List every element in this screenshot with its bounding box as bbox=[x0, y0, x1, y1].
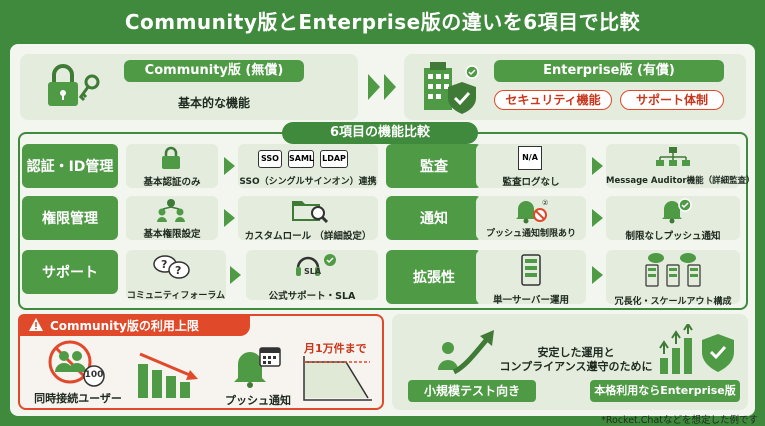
arrow-right-icon bbox=[224, 209, 235, 227]
limits-header: Community版の利用上限 bbox=[50, 319, 199, 333]
bell-muted-icon: ② bbox=[512, 197, 552, 225]
headset-sla-icon bbox=[294, 252, 342, 284]
page-title: Community版とEnterprise版の違いを6項目で比較 bbox=[124, 10, 641, 34]
row-label-audit: 監査 bbox=[386, 144, 482, 188]
lock-key-icon bbox=[44, 62, 106, 110]
monthly-limit-label: 月1万件まで bbox=[304, 342, 367, 355]
org-chart-icon bbox=[654, 146, 692, 170]
sso-badge: SSO bbox=[258, 150, 282, 168]
community-title: Community版 (無償) bbox=[124, 60, 304, 82]
declining-bars-icon bbox=[134, 350, 206, 400]
speech-bubbles-icon: ?? bbox=[152, 254, 192, 280]
scalability-enterprise-text: 冗長化・スケールアウト構成 bbox=[614, 297, 732, 307]
saml-badge: SAML bbox=[288, 150, 314, 168]
bell-check-icon bbox=[658, 197, 694, 225]
growth-arrow-icon bbox=[436, 326, 502, 376]
users-group-icon bbox=[156, 198, 186, 222]
permission-community-text: 基本権限設定 bbox=[143, 229, 201, 240]
building-shield-icon bbox=[418, 58, 480, 116]
enterprise-recommend-tag: 本格利用ならEnterprise版 bbox=[590, 380, 740, 402]
na-document-icon: N/A bbox=[518, 146, 542, 170]
monthly-cap-chart-icon bbox=[300, 354, 376, 404]
support-enterprise-text: 公式サポート・SLA bbox=[268, 291, 356, 302]
comparison-header: 6項目の機能比較 bbox=[282, 122, 478, 144]
security-tag: セキュリティ機能 bbox=[494, 90, 612, 110]
arrow-right-icon bbox=[592, 266, 603, 284]
row-label-permission: 権限管理 bbox=[22, 196, 118, 240]
server-icon bbox=[520, 254, 542, 286]
footnote: *Rocket.Chatなどを想定した例です bbox=[601, 415, 758, 426]
users-limit-label: 同時接続ユーザー bbox=[34, 392, 122, 405]
push-limit-label: プッシュ通知 bbox=[225, 394, 291, 407]
audit-community-text: 監査ログなし bbox=[502, 177, 560, 188]
row-label-notification: 通知 bbox=[386, 196, 482, 240]
users-limit-icon bbox=[44, 340, 108, 388]
arrow-right-icon bbox=[224, 157, 235, 175]
lock-icon bbox=[160, 146, 182, 170]
arrow-right-icon bbox=[592, 209, 603, 227]
enterprise-title: Enterprise版 (有償) bbox=[494, 60, 724, 82]
limits-header-bg bbox=[18, 314, 250, 336]
auth-community-text: 基本認証のみ bbox=[143, 177, 201, 188]
users-limit-badge: 100 bbox=[84, 370, 104, 380]
svg-text:②: ② bbox=[542, 199, 548, 207]
audit-enterprise-text: Message Auditor機能（詳細監査） bbox=[606, 176, 755, 186]
auth-enterprise-text: SSO（シングルサインオン）連携 bbox=[239, 177, 377, 187]
ldap-badge: LDAP bbox=[320, 150, 348, 168]
row-label-support: サポート bbox=[22, 250, 118, 294]
recommend-line2: コンプライアンス遵守のために bbox=[499, 360, 653, 373]
folder-search-icon bbox=[290, 197, 330, 225]
row-label-auth: 認証・ID管理 bbox=[22, 144, 118, 188]
small-scale-tag: 小規模テスト向き bbox=[408, 380, 536, 402]
recommend-line1: 安定した運用と bbox=[537, 346, 615, 359]
support-community-text: コミュニティフォーラム bbox=[126, 291, 226, 301]
scalability-community-text: 単一サーバー運用 bbox=[493, 295, 569, 306]
svg-text:?: ? bbox=[175, 264, 181, 277]
sla-label: SLA bbox=[304, 267, 322, 276]
warning-icon bbox=[28, 317, 44, 332]
svg-text:?: ? bbox=[161, 258, 167, 271]
notification-enterprise-text: 制限なしプッシュ通知 bbox=[625, 231, 721, 242]
permission-enterprise-text: カスタムロール （詳細設定） bbox=[244, 231, 372, 242]
arrow-right-icon bbox=[592, 157, 603, 175]
row-label-scalability: 拡張性 bbox=[386, 250, 482, 304]
chevron-right-icon bbox=[366, 72, 402, 102]
notification-community-text: プッシュ通知制限あり bbox=[485, 229, 576, 239]
rising-bars-shield-icon bbox=[656, 324, 740, 376]
community-desc: 基本的な機能 bbox=[177, 96, 250, 110]
arrow-right-icon bbox=[230, 266, 241, 284]
server-cluster-icon bbox=[642, 252, 704, 288]
bell-calendar-icon bbox=[232, 346, 282, 388]
support-tag: サポート体制 bbox=[620, 90, 724, 110]
